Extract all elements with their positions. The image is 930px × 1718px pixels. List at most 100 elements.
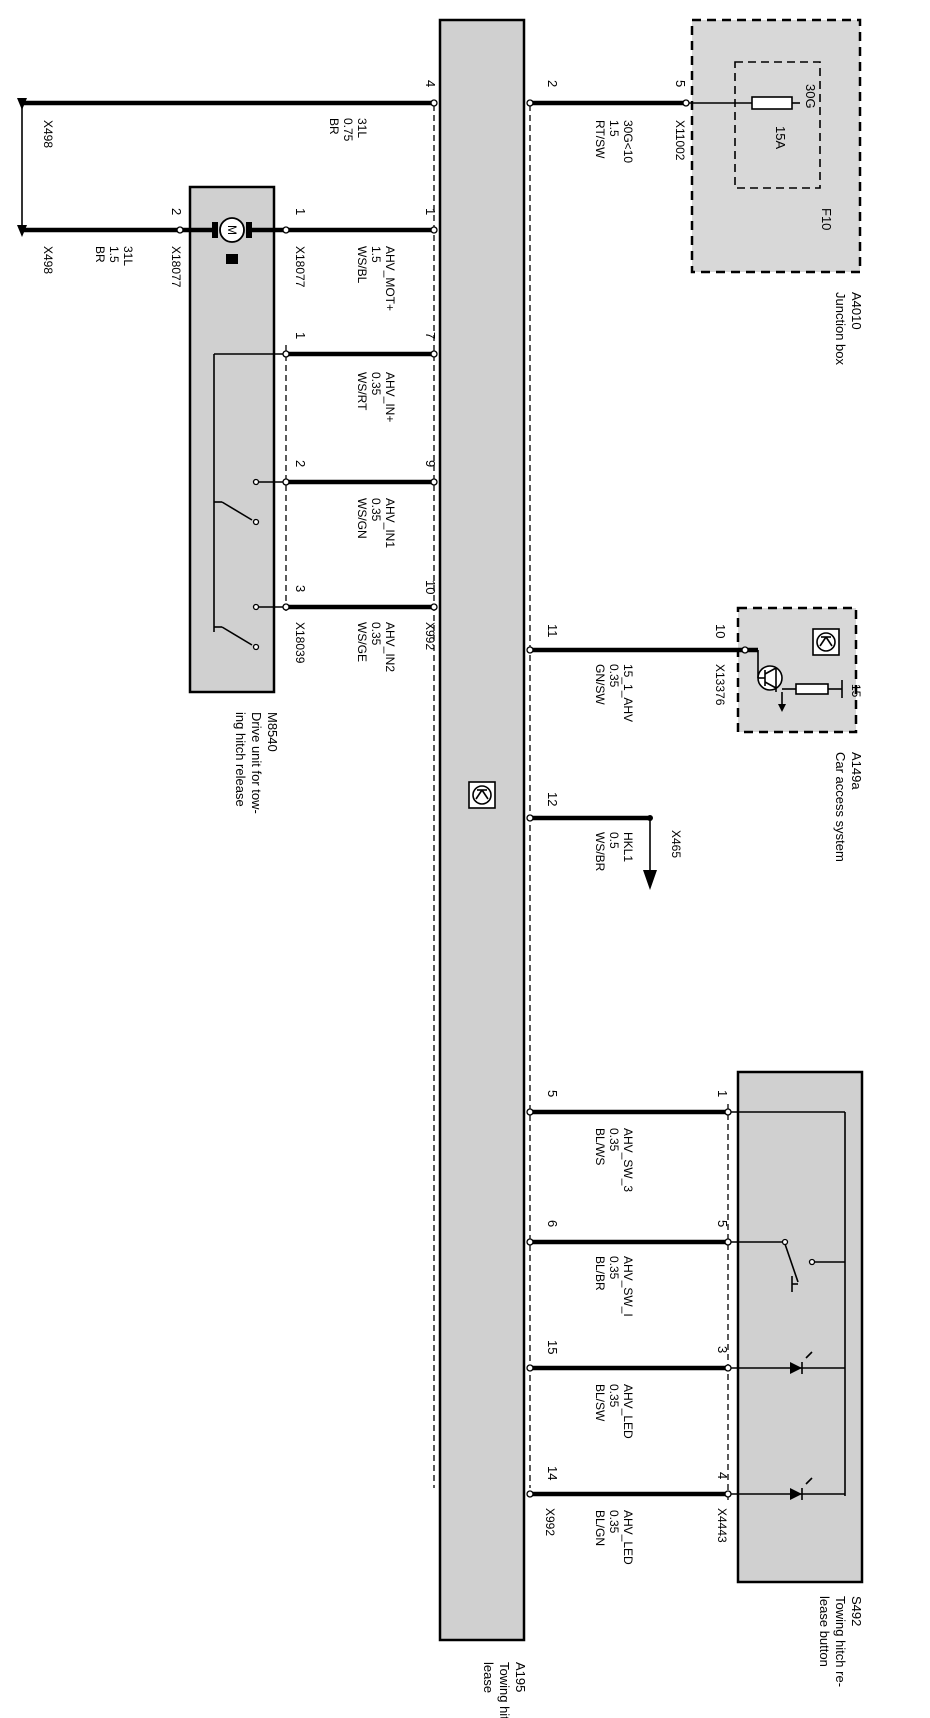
- pin-a195-11: 11: [545, 624, 560, 638]
- connector-x18077: X18077: [293, 246, 307, 288]
- wire-in2-signal: AHV_IN2: [383, 622, 397, 672]
- pin-a195-5: 5: [545, 1090, 560, 1097]
- wire-hkl1-signal: HKL1: [621, 832, 635, 862]
- pin-a195-12: 12: [545, 792, 560, 806]
- drive-switch-icon-1: [214, 478, 286, 526]
- m8540-desc-1: Drive unit for tow-: [249, 712, 264, 814]
- pin-m-1: 1: [293, 208, 308, 215]
- m8540-id: M8540: [265, 712, 280, 752]
- wire-15-signal: 15_1_AHV: [621, 664, 635, 722]
- m8540-desc-2: ing hitch release: [233, 712, 248, 807]
- connector-x13376: X13376: [713, 664, 727, 706]
- a195-id: A195: [513, 1662, 528, 1692]
- connector-x992-top: X992: [423, 622, 437, 650]
- pin-m-in2: 2: [293, 460, 308, 467]
- wire-led2-color: BL/GN: [593, 1510, 607, 1546]
- s492-desc-2: lease button: [817, 1596, 832, 1667]
- wire-swi-signal: AHV_SW_I: [621, 1256, 635, 1317]
- wire-31l-bottom-color: BR: [93, 246, 107, 263]
- wire-mot-color: WS/BL: [355, 246, 369, 284]
- pin-m-in1: 1: [293, 332, 308, 339]
- pin-a195-10: 10: [423, 580, 438, 594]
- wire-31l-top-color: BR: [327, 118, 341, 135]
- connector-x498-top: X498: [41, 120, 55, 148]
- s492-id: S492: [849, 1596, 864, 1626]
- connector-x498-bottom: X498: [41, 246, 55, 274]
- connector-x18077-left: X18077: [169, 246, 183, 288]
- pin-m-2: 2: [169, 208, 184, 215]
- pin-a195-4: 4: [423, 80, 438, 87]
- wire-led1-signal: AHV_LED: [621, 1384, 635, 1439]
- connector-x465: X465: [669, 830, 683, 858]
- wire-swi-size: 0.35: [607, 1256, 621, 1280]
- pin-s492-3: 3: [715, 1346, 730, 1353]
- wire-15-size: 0.35: [607, 664, 621, 688]
- wire-in-plus-color: WS/RT: [355, 372, 369, 411]
- wire-sw3-size: 0.35: [607, 1128, 621, 1152]
- pin-x11002-5: 5: [673, 80, 688, 87]
- a195-desc-1: Towing hitch re-: [497, 1662, 512, 1718]
- f10-rating: 15A: [773, 126, 788, 149]
- wire-31l-top-size: 0.75: [341, 118, 355, 142]
- module-a195: [438, 18, 526, 1642]
- wire-led1-color: BL/SW: [593, 1384, 607, 1422]
- wire-15-color: GN/SW: [593, 664, 607, 705]
- wire-31l-bottom-size: 1.5: [107, 246, 121, 263]
- wire-in2-size: 0.35: [369, 622, 383, 646]
- a195-desc-2: lease: [481, 1662, 496, 1693]
- connector-x11002: X11002: [673, 120, 687, 161]
- pin-x13376-10: 10: [713, 624, 728, 638]
- cas-control-unit-icon: [812, 628, 840, 656]
- wire-30g-color: RT/SW: [593, 120, 607, 159]
- control-unit-icon: [468, 781, 496, 809]
- pin-a195-9: 9: [423, 460, 438, 467]
- junction-box-a4010: [690, 18, 862, 274]
- a4010-id: A4010: [849, 292, 864, 330]
- wire-mot-signal: AHV_MOT+: [383, 246, 397, 311]
- button-switch-icon: [781, 1238, 845, 1292]
- wire-sw3-color: BL/WS: [593, 1128, 607, 1165]
- wire-in1-color: WS/GN: [355, 498, 369, 539]
- wire-led2-signal: AHV_LED: [621, 1510, 635, 1565]
- terminal-15: 15: [849, 684, 863, 698]
- a4010-desc: Junction box: [833, 292, 848, 365]
- pin-s492-1: 1: [715, 1090, 730, 1097]
- connector-x4443: X4443: [715, 1508, 729, 1543]
- wire-30g-size: 1.5: [607, 120, 621, 137]
- pin-a195-1: 1: [423, 208, 438, 215]
- led-icon-1: [728, 1351, 845, 1374]
- drive-switch-icon-2: [214, 603, 286, 651]
- fuse-f10-frame: [734, 61, 821, 189]
- wire-31l-bottom-signal: 31L: [121, 246, 135, 266]
- car-access-system-a149a: [736, 606, 858, 734]
- led-icon-2: [728, 1477, 845, 1500]
- wire-31l-top-signal: 31L: [355, 118, 369, 138]
- connector-x992-bottom: X992: [543, 1508, 557, 1536]
- pin-a195-7: 7: [423, 332, 438, 339]
- pin-a195-6: 6: [545, 1220, 560, 1227]
- release-button-s492: [736, 1070, 864, 1584]
- wire-led2-size: 0.35: [607, 1510, 621, 1534]
- wire-mot-size: 1.5: [369, 246, 383, 263]
- s492-desc-1: Towing hitch re-: [833, 1596, 848, 1687]
- motor-icon: M: [212, 217, 252, 264]
- wire-in1-size: 0.35: [369, 498, 383, 522]
- pin-m-in3: 3: [293, 585, 308, 592]
- wire-hkl1-color: WS/BR: [593, 832, 607, 872]
- wire-hkl1-size: 0.5: [607, 832, 621, 849]
- wire-swi-color: BL/BR: [593, 1256, 607, 1291]
- pin-a195-2: 2: [545, 80, 560, 87]
- connector-x18039: X18039: [293, 622, 307, 664]
- pin-s492-4: 4: [715, 1472, 730, 1479]
- wire-30g-signal: 30G<10: [621, 120, 635, 163]
- wire-in-plus-signal: AHV_IN+: [383, 372, 397, 422]
- f10-terminal: 30G: [803, 84, 818, 109]
- pin-s492-5: 5: [715, 1220, 730, 1227]
- a149a-id: A149a: [849, 752, 864, 790]
- motor-symbol: M: [225, 225, 239, 235]
- wire-in-plus-size: 0.35: [369, 372, 383, 396]
- pin-a195-15: 15: [545, 1340, 560, 1354]
- pin-a195-14: 14: [545, 1466, 560, 1480]
- fuse-f10: [751, 96, 793, 110]
